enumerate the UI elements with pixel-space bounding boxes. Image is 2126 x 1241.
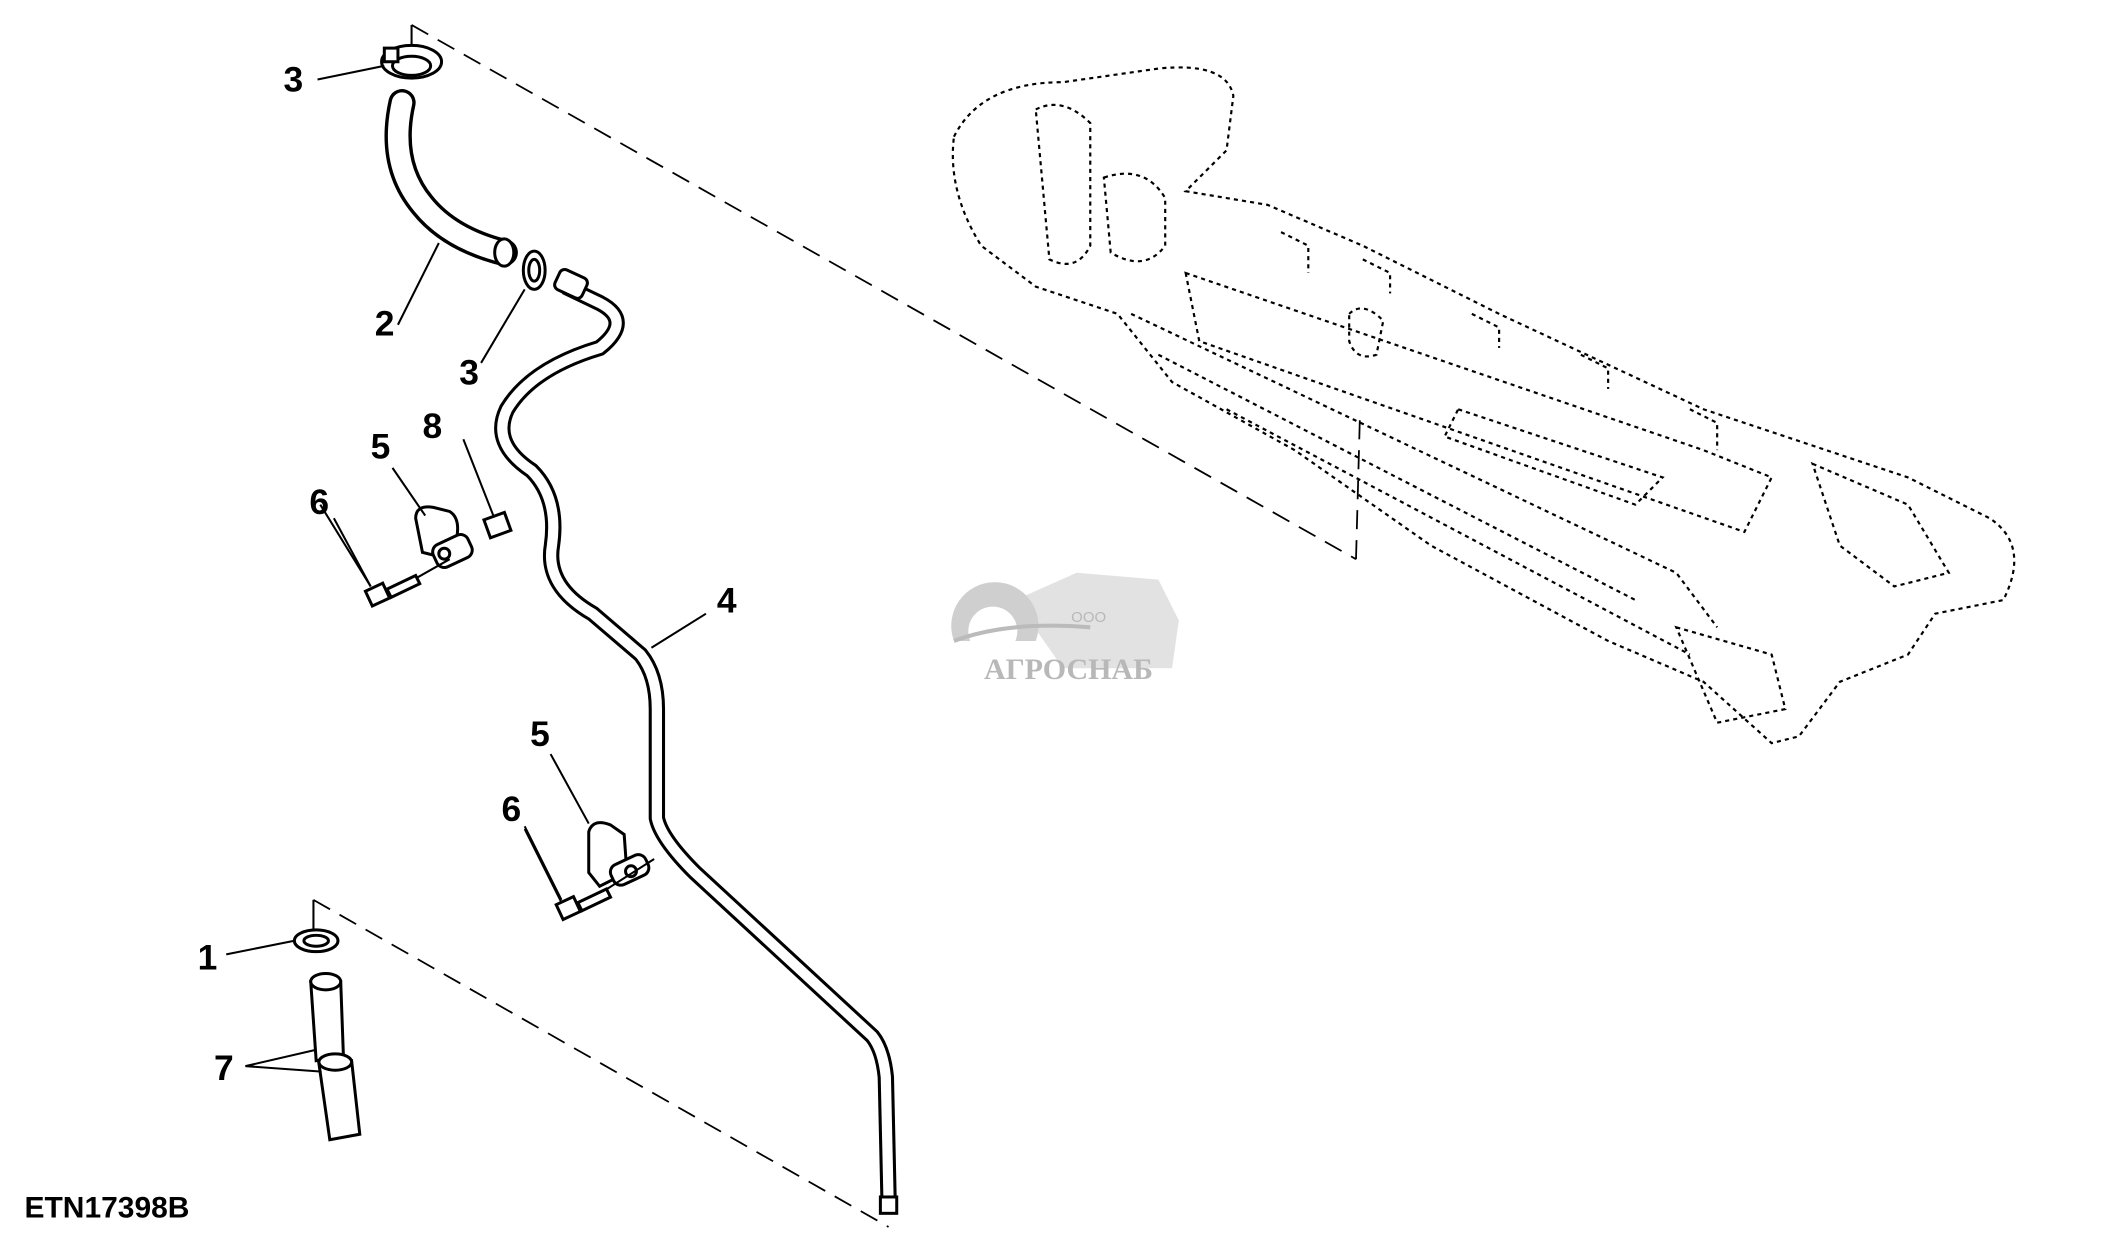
bolt-item-6-bottom: [523, 828, 655, 922]
hose-item-2: [384, 89, 518, 268]
watermark-logo: ООО АГРОСНАБ: [951, 572, 1179, 686]
callout-6-top: 6: [309, 482, 329, 522]
callout-8: 8: [422, 406, 442, 446]
watermark-prefix: ООО: [1071, 609, 1106, 626]
bolt-item-6-top: [332, 517, 451, 609]
callout-1: 1: [198, 937, 218, 977]
clamp-item-3-top: [380, 43, 444, 80]
callout-2: 2: [375, 304, 395, 344]
callout-4: 4: [717, 580, 737, 620]
sleeve-item-7: [309, 971, 362, 1142]
callout-5-bottom: 5: [530, 714, 550, 754]
engine-outline: [951, 66, 2016, 745]
callout-3-top: 3: [283, 60, 303, 100]
clamp-item-3-mid: [521, 249, 547, 291]
callout-7: 7: [214, 1048, 234, 1088]
ring-item-1: [292, 928, 340, 954]
figure-code: ETN17398B: [25, 1191, 190, 1224]
clip-item-5-bottom: [587, 821, 651, 889]
callout-3-mid: 3: [459, 353, 479, 393]
callout-5-top: 5: [371, 426, 391, 466]
clip-item-5-top: [414, 505, 474, 569]
watermark-name: АГРОСНАБ: [984, 653, 1153, 686]
callout-6-bottom: 6: [502, 789, 522, 829]
tube-item-4: [494, 267, 899, 1215]
clip-item-8: [462, 438, 513, 540]
